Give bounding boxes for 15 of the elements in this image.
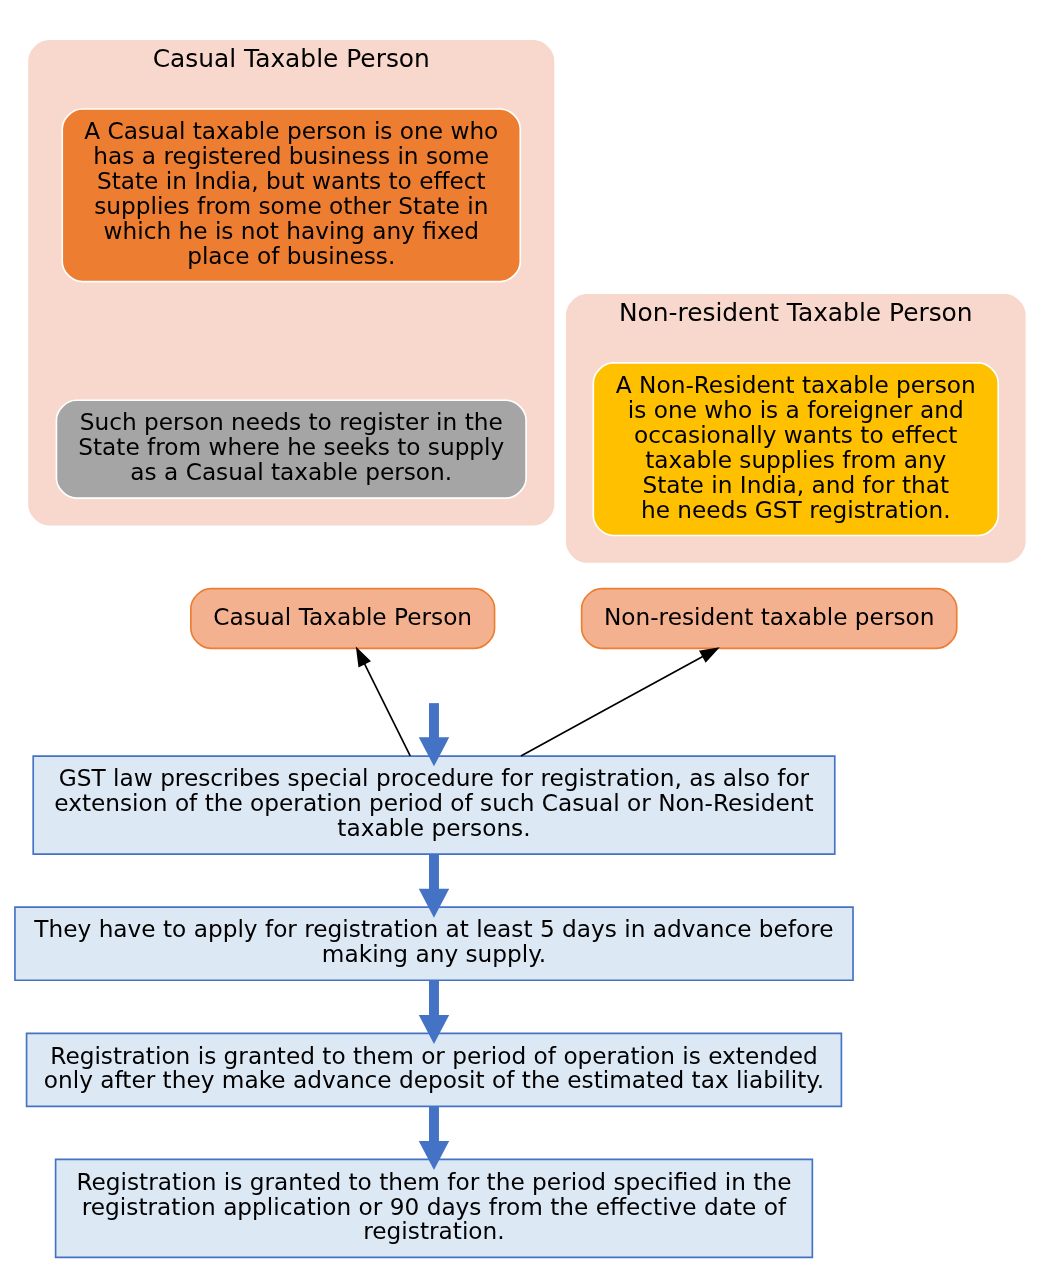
- node-box: GST law prescribes special procedure for registration, as also for extension of the operation period of such Casual or Non-Resident taxable persons.: [32, 754, 836, 855]
- arrow: [418, 979, 450, 1044]
- node-box: Casual Taxable Person: [190, 587, 496, 649]
- node-box: Non-resident taxable person: [580, 587, 958, 649]
- arrow: [418, 702, 450, 766]
- node-box: They have to apply for registration at least 5 days in advance before making any supply.: [14, 905, 854, 981]
- node-box: Registration is granted to them for the period specified in the registration application or 90 days from the effective date of registration.: [54, 1158, 814, 1258]
- node-box: A Casual taxable person is one who has a registered business in some State in India, but wants to effect supplies from some other State in which he is not having any fixed place of business.: [61, 107, 522, 282]
- arrow: [418, 853, 450, 918]
- node-box: Such person needs to register in the State from where he seeks to supply as a Casual taxable person.: [55, 398, 527, 499]
- node-box: Registration is granted to them or period of operation is extended only after they make advance deposit of the estimated tax liability.: [25, 1032, 843, 1107]
- arrow: [520, 646, 720, 757]
- node-box: A Non-Resident taxable person is one who is a foreigner and occasionally wants to effect taxable supplies from any State in India, and for that he needs GST registration.: [592, 361, 1000, 536]
- arrow: [418, 1106, 450, 1170]
- arrow: [355, 646, 412, 757]
